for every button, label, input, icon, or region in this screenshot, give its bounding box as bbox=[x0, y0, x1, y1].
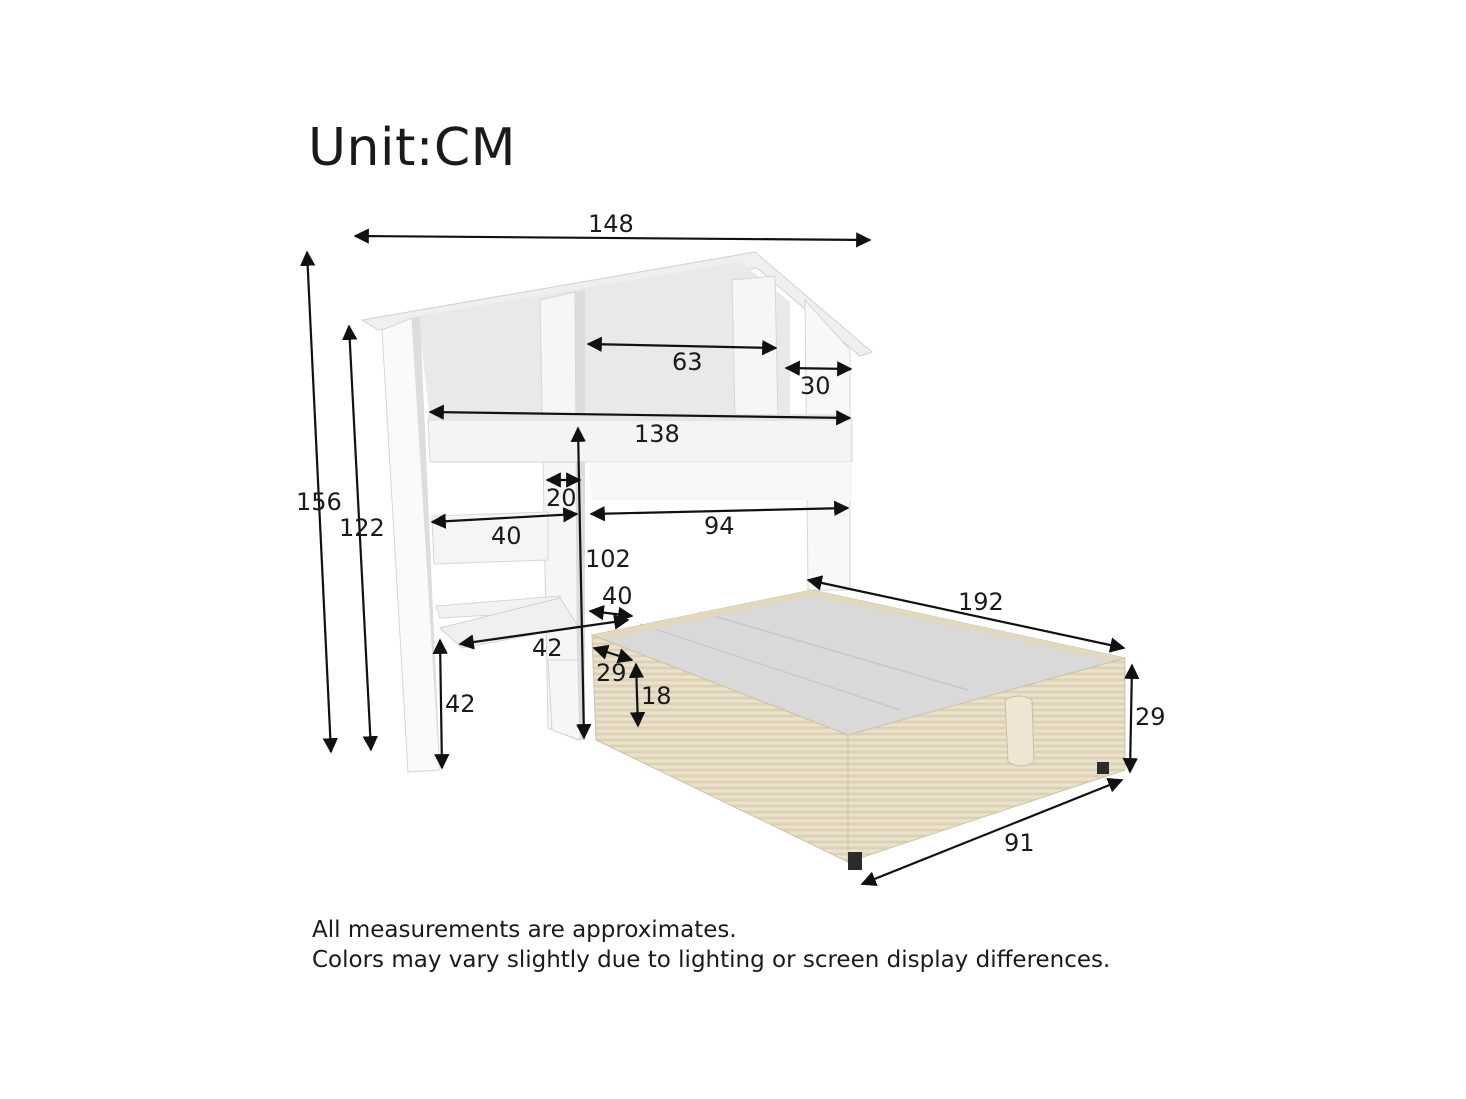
dim-upper-opening: 63 bbox=[672, 348, 703, 376]
dim-post-gap: 40 bbox=[602, 582, 633, 610]
dim-bed-height: 29 bbox=[1135, 703, 1166, 731]
dim-leg-height: 42 bbox=[445, 690, 476, 718]
dim-lower-shelf: 42 bbox=[532, 634, 563, 662]
unit-label: Unit:CM bbox=[308, 118, 517, 178]
dim-post-height: 102 bbox=[585, 545, 631, 573]
dim-middle-opening: 94 bbox=[704, 512, 735, 540]
note-measurements: All measurements are approximates. bbox=[312, 917, 737, 943]
dim-bed-width: 91 bbox=[1004, 829, 1035, 857]
dim-left-shelf: 40 bbox=[491, 522, 522, 550]
dim-roof-side: 30 bbox=[800, 372, 831, 400]
dim-shelf-width: 138 bbox=[634, 420, 680, 448]
dim-overall-width: 148 bbox=[588, 210, 634, 238]
dim-overall-height: 156 bbox=[296, 488, 342, 516]
dimension-lines bbox=[299, 228, 1140, 887]
dim-side-height: 122 bbox=[339, 514, 385, 542]
dim-drawer-depth: 29 bbox=[596, 659, 627, 687]
dim-shelf-gap: 20 bbox=[546, 484, 577, 512]
dim-drawer-height: 18 bbox=[641, 682, 672, 710]
note-colors: Colors may vary slightly due to lighting… bbox=[312, 947, 1111, 973]
dim-bed-length: 192 bbox=[958, 588, 1004, 616]
